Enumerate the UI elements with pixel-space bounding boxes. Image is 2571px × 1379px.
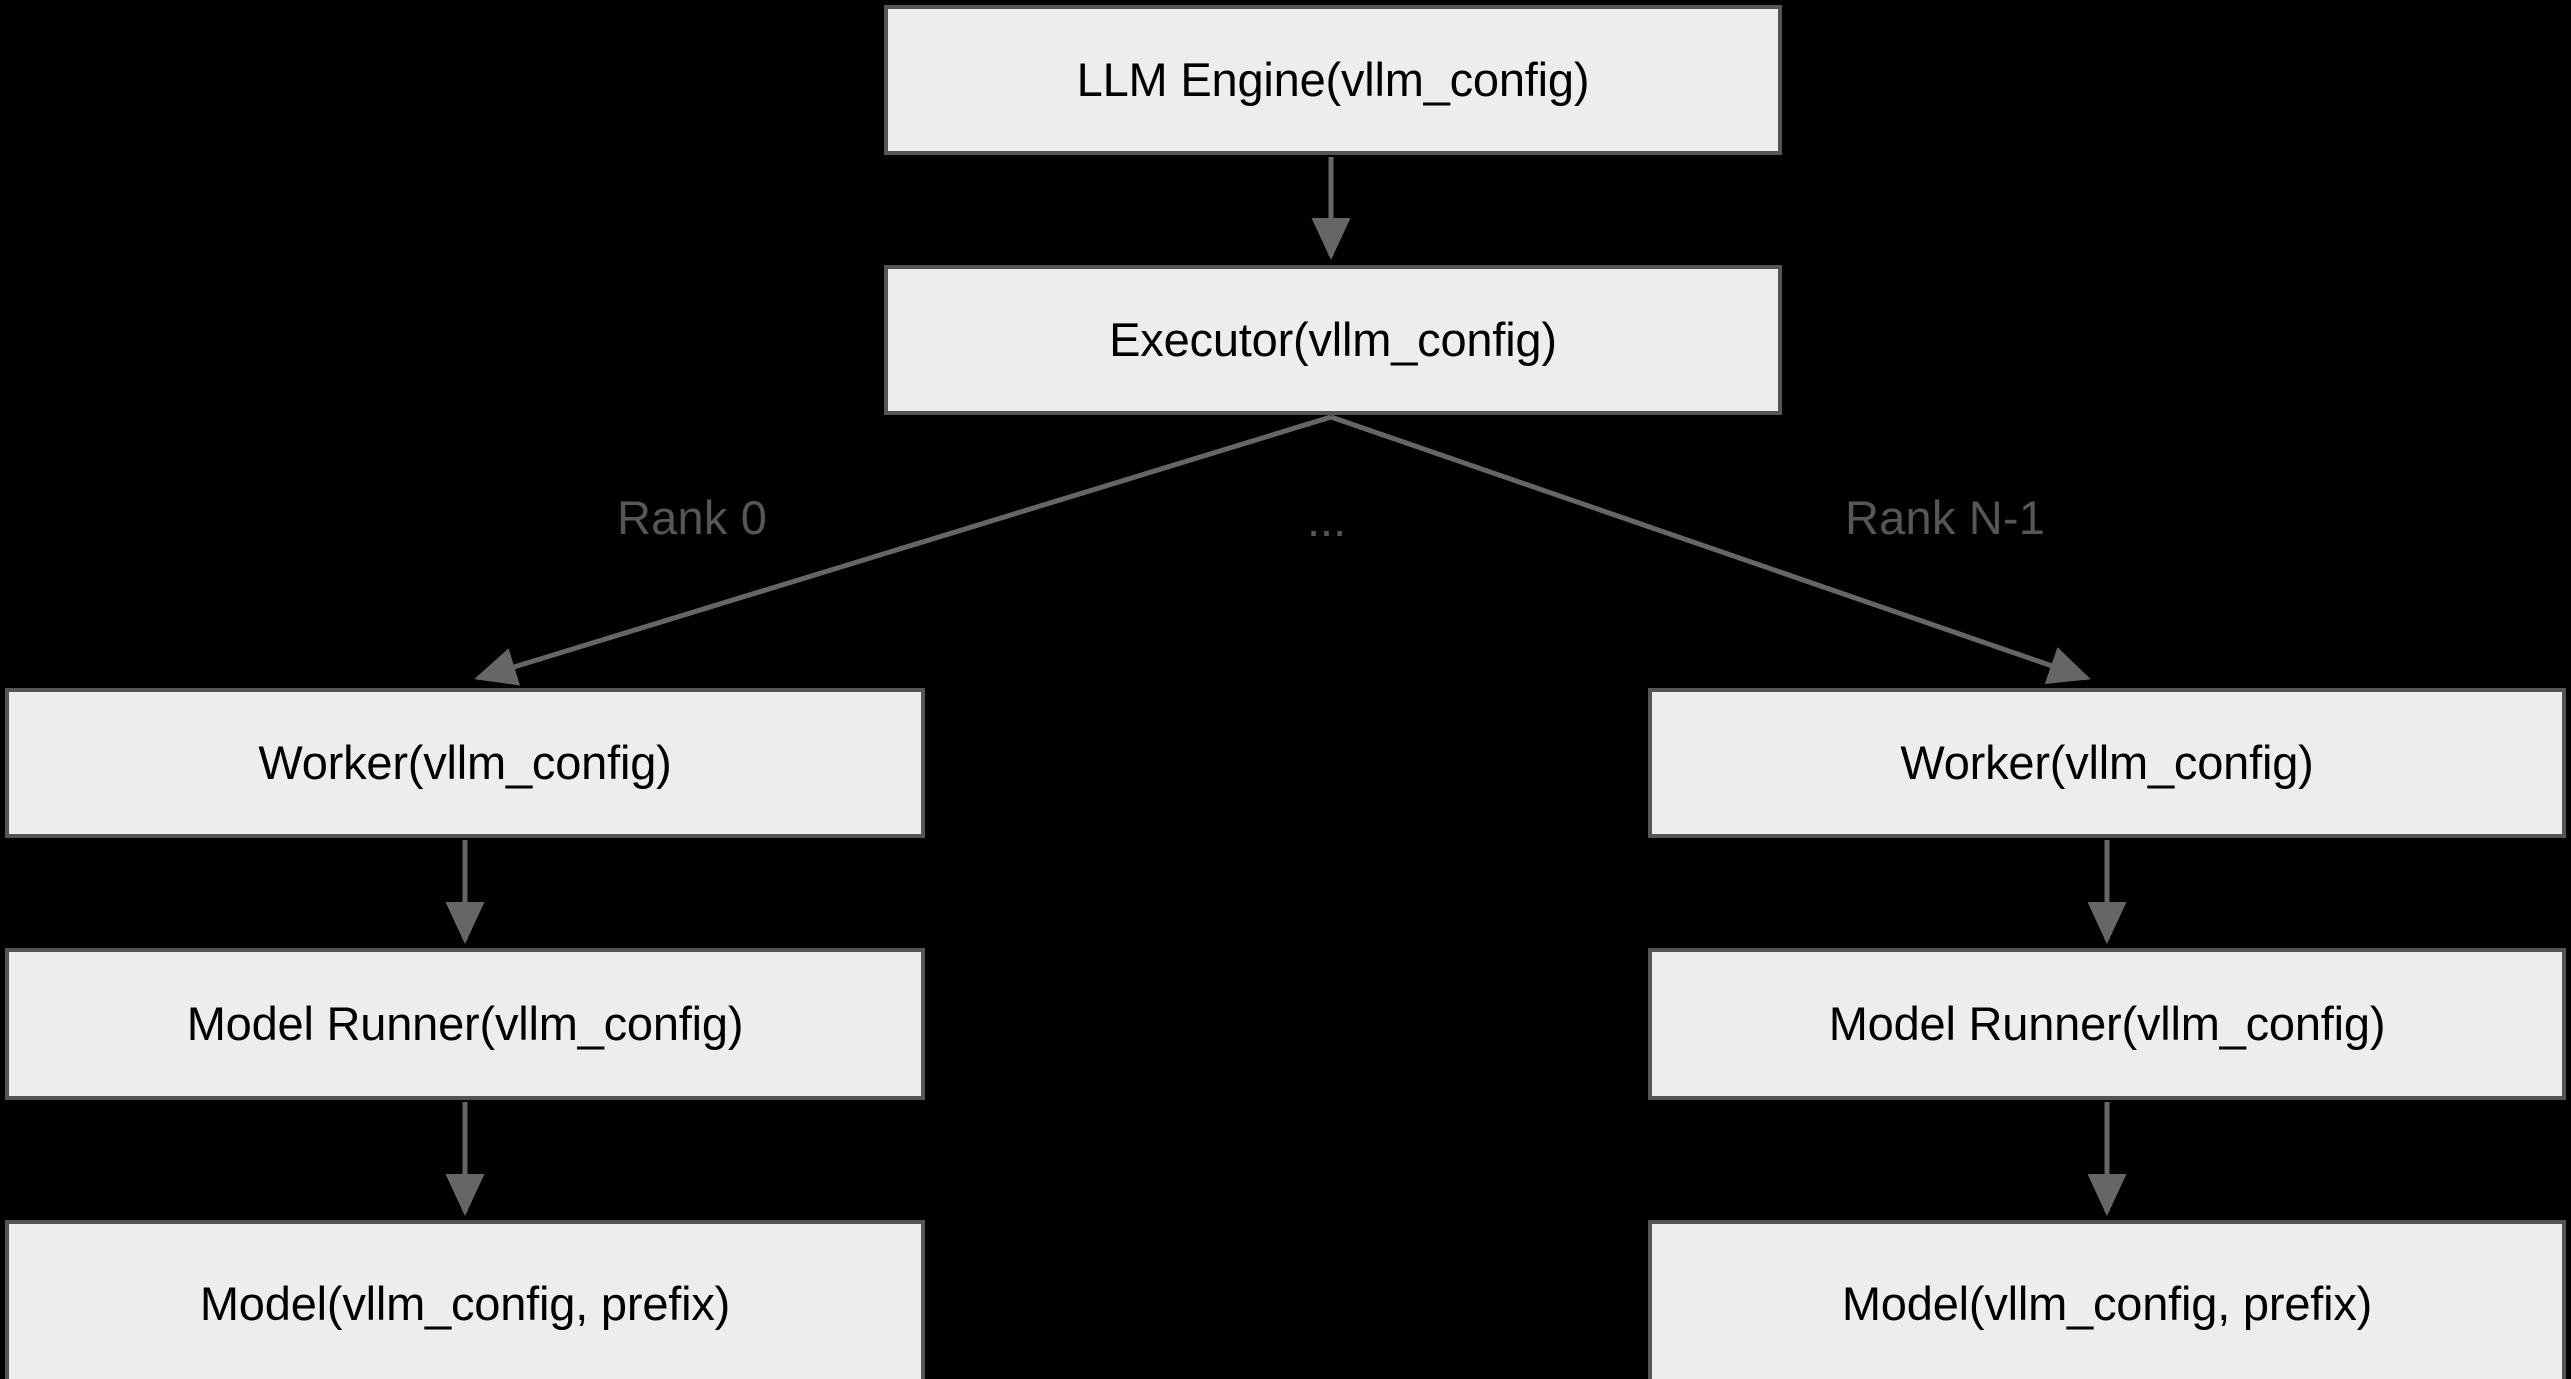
node-executor[interactable]: Executor(vllm_config) — [884, 265, 1782, 415]
edge-label-rank-n-minus-1: Rank N-1 — [1845, 491, 2046, 544]
node-llm-engine[interactable]: LLM Engine(vllm_config) — [884, 5, 1782, 155]
edge-executor-to-worker-rank-n — [1330, 414, 2091, 685]
node-model-runner-rank-n-minus-1[interactable]: Model Runner(vllm_config) — [1648, 948, 2566, 1100]
node-worker-rank-n-minus-1[interactable]: Worker(vllm_config) — [1648, 688, 2566, 838]
edge-label-rank-0: Rank 0 — [617, 491, 768, 544]
node-model-rank-0[interactable]: Model(vllm_config, prefix) — [5, 1220, 925, 1379]
node-model-runner-rank-0[interactable]: Model Runner(vllm_config) — [5, 948, 925, 1100]
edge-label-ellipsis: ... — [1307, 493, 1347, 546]
node-model-rank-n-minus-1[interactable]: Model(vllm_config, prefix) — [1648, 1220, 2566, 1379]
node-worker-rank-0[interactable]: Worker(vllm_config) — [5, 688, 925, 838]
edge-executor-to-worker-rank-0 — [474, 414, 1332, 686]
